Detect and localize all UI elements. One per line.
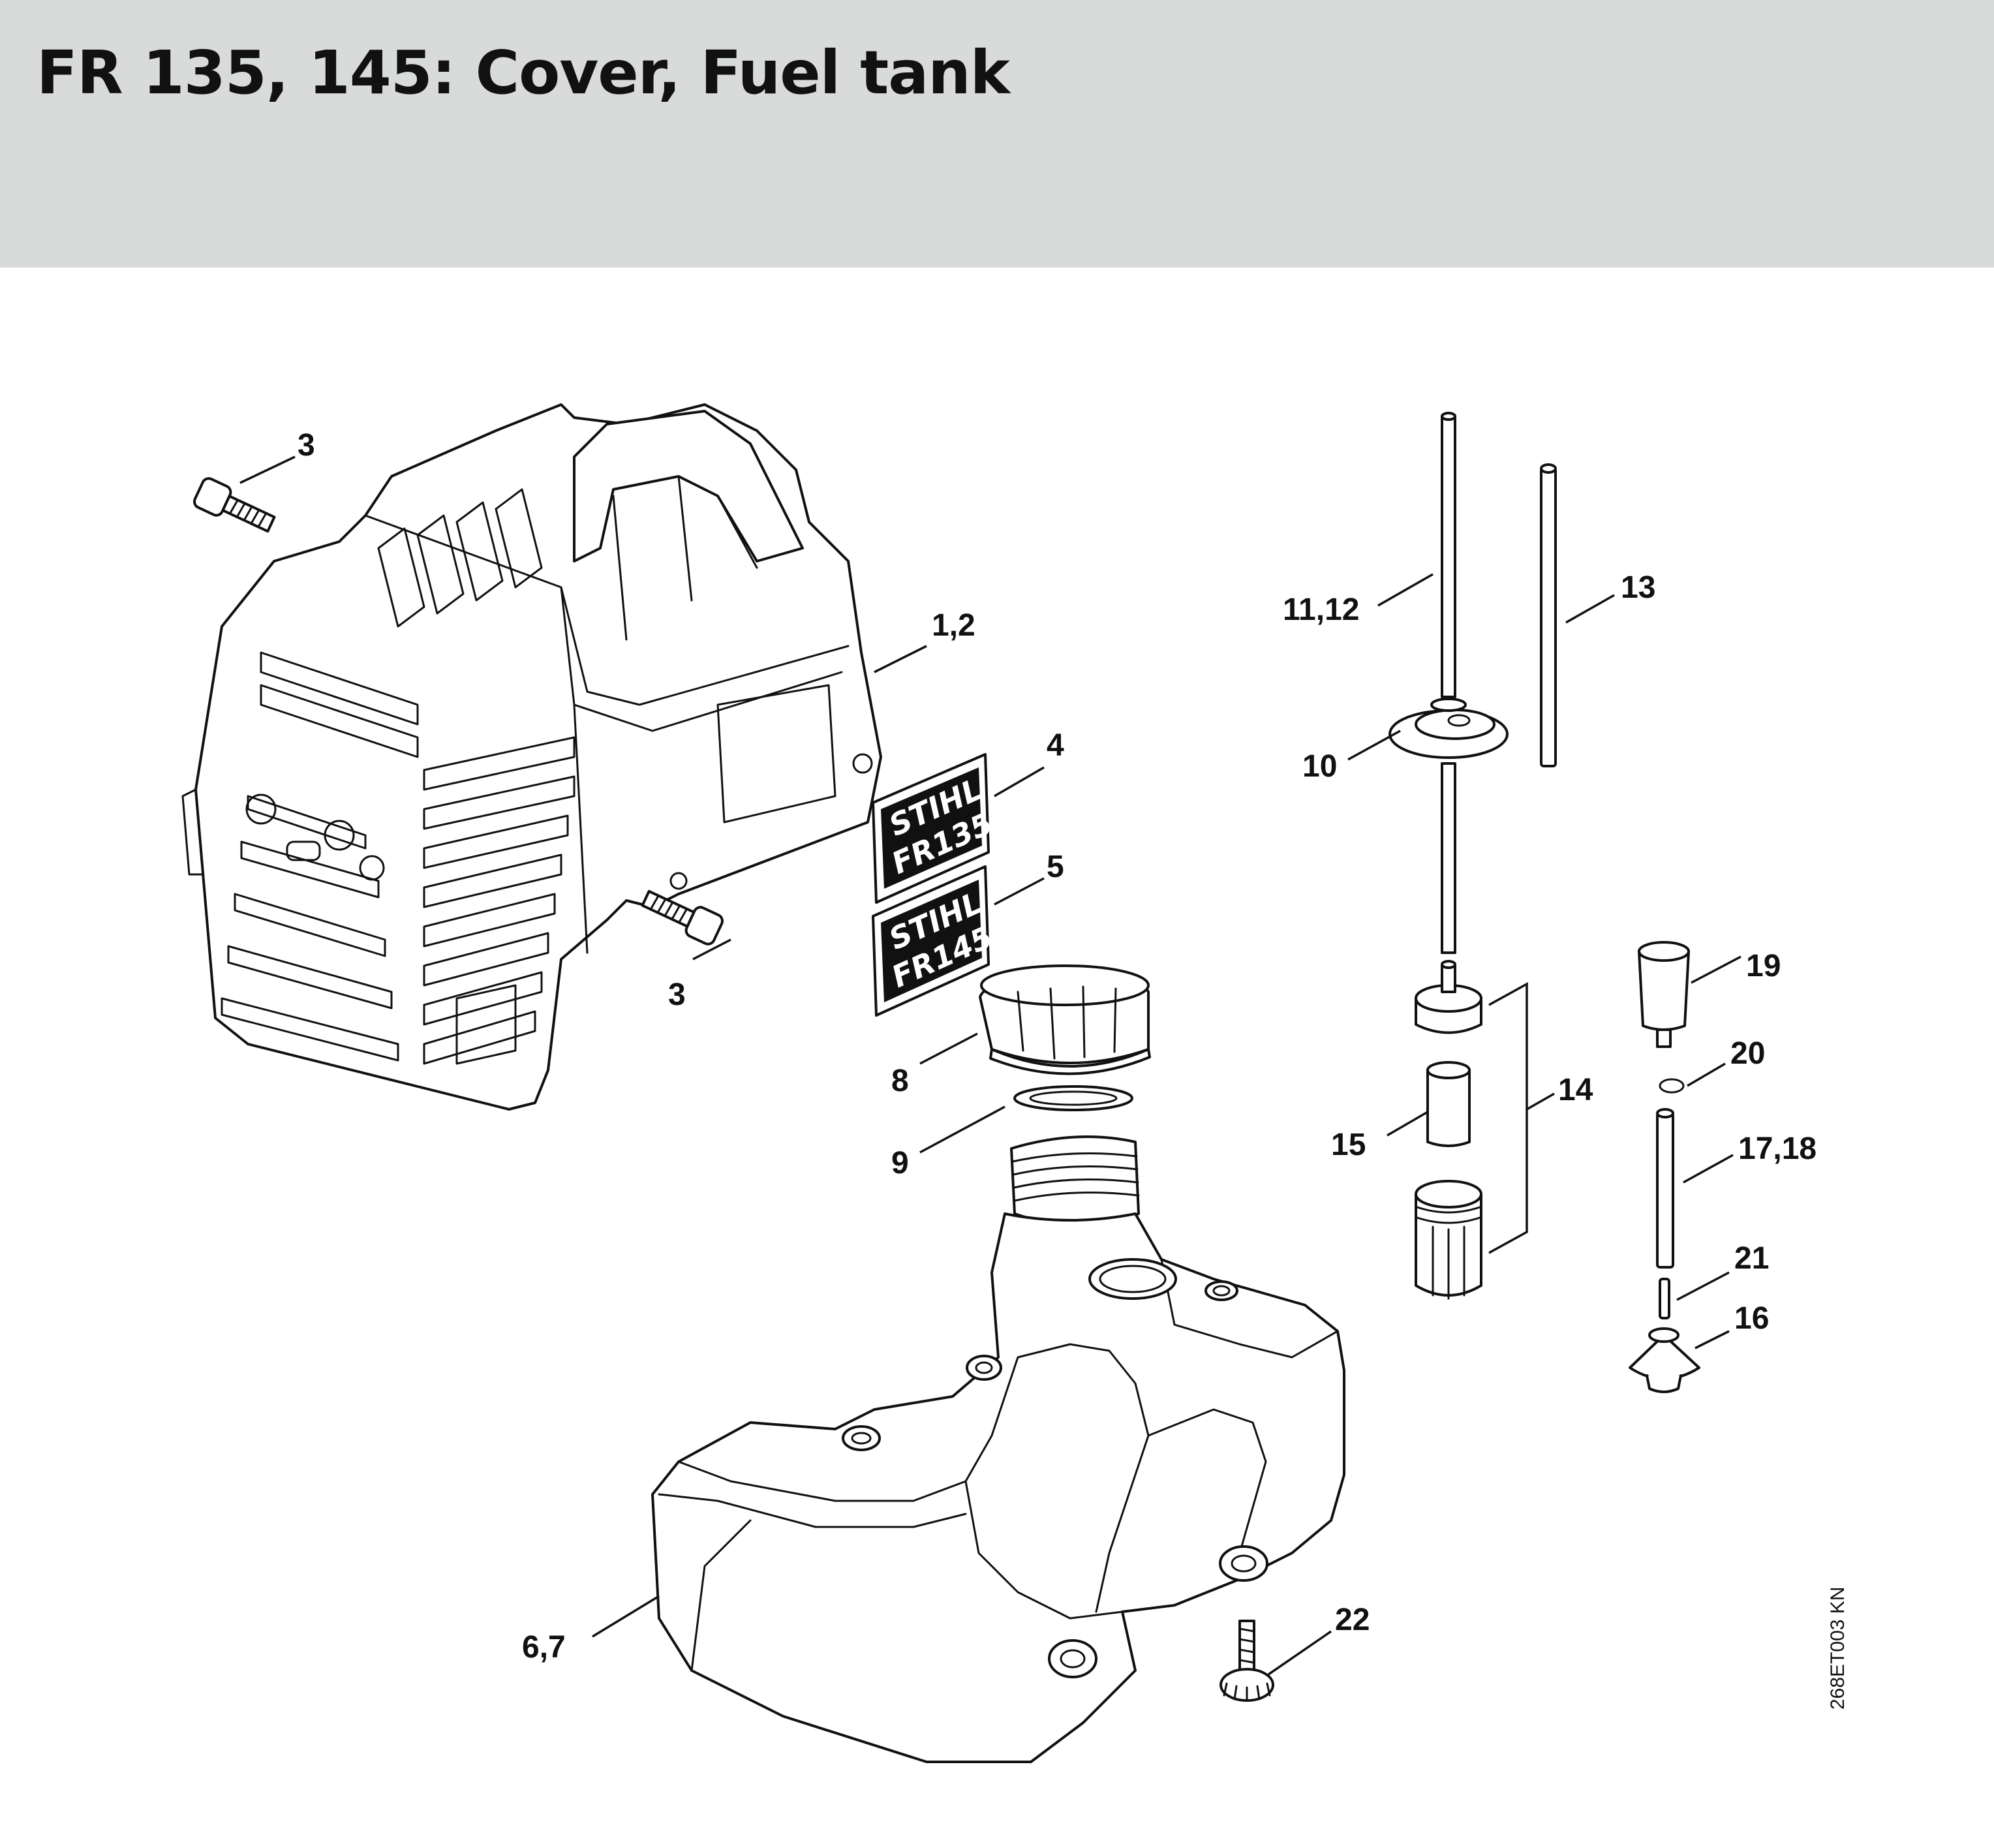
callout-14: 14 bbox=[1558, 1073, 1593, 1107]
pickup-body-top[interactable] bbox=[1415, 960, 1482, 1034]
callout-19: 19 bbox=[1746, 949, 1781, 983]
callout-8: 8 bbox=[891, 1064, 909, 1098]
callout-5: 5 bbox=[1047, 850, 1064, 884]
hose-17-18[interactable] bbox=[1656, 1108, 1674, 1269]
filler-cap[interactable] bbox=[979, 964, 1151, 1075]
cap-19[interactable] bbox=[1638, 941, 1690, 1048]
bracket-14 bbox=[1488, 982, 1528, 1254]
callout-11-12: 11,12 bbox=[1283, 593, 1359, 627]
callout-9: 9 bbox=[891, 1146, 909, 1180]
gasket[interactable] bbox=[1013, 1085, 1133, 1111]
suction-hose[interactable] bbox=[1441, 412, 1456, 954]
header-bar: FR 135, 145: Cover, Fuel tank bbox=[0, 0, 1994, 268]
callout-16: 16 bbox=[1734, 1301, 1769, 1336]
fuel-tank[interactable] bbox=[651, 1135, 1345, 1763]
diagram-reference-code: 268ET003 KN bbox=[1827, 1587, 1848, 1710]
leader-lines bbox=[239, 455, 1741, 1676]
tank-bolt[interactable] bbox=[1219, 1620, 1274, 1702]
callout-1-2: 1,2 bbox=[932, 608, 975, 643]
callout-6-7: 6,7 bbox=[522, 1630, 566, 1665]
clip-20[interactable] bbox=[1659, 1078, 1685, 1094]
callout-10: 10 bbox=[1302, 749, 1337, 784]
callout-labels: 3 1,2 3 4 5 8 9 6,7 22 11,12 13 10 14 15… bbox=[298, 428, 1817, 1665]
callout-20: 20 bbox=[1730, 1036, 1765, 1071]
pickup-sleeve[interactable] bbox=[1426, 1061, 1471, 1147]
callout-17-18: 17,18 bbox=[1738, 1132, 1817, 1166]
callout-3-bottom: 3 bbox=[668, 978, 686, 1012]
screw-bottom[interactable] bbox=[639, 884, 724, 946]
hose-13[interactable] bbox=[1540, 463, 1557, 767]
page-title: FR 135, 145: Cover, Fuel tank bbox=[37, 38, 1010, 108]
engine-cover[interactable] bbox=[181, 403, 882, 1111]
pin-21[interactable] bbox=[1659, 1278, 1670, 1319]
grommet[interactable] bbox=[1388, 698, 1509, 759]
decal-fr135[interactable]: STIHL FR135 bbox=[872, 753, 998, 904]
callout-22: 22 bbox=[1335, 1603, 1370, 1637]
callout-13: 13 bbox=[1621, 570, 1655, 605]
callout-4: 4 bbox=[1047, 728, 1064, 763]
weight-16[interactable] bbox=[1629, 1327, 1700, 1393]
pickup-body-bottom[interactable] bbox=[1415, 1180, 1482, 1300]
callout-21: 21 bbox=[1734, 1241, 1769, 1276]
screw-top[interactable] bbox=[192, 476, 278, 538]
callout-15: 15 bbox=[1331, 1128, 1366, 1162]
callout-3-top: 3 bbox=[298, 428, 315, 463]
